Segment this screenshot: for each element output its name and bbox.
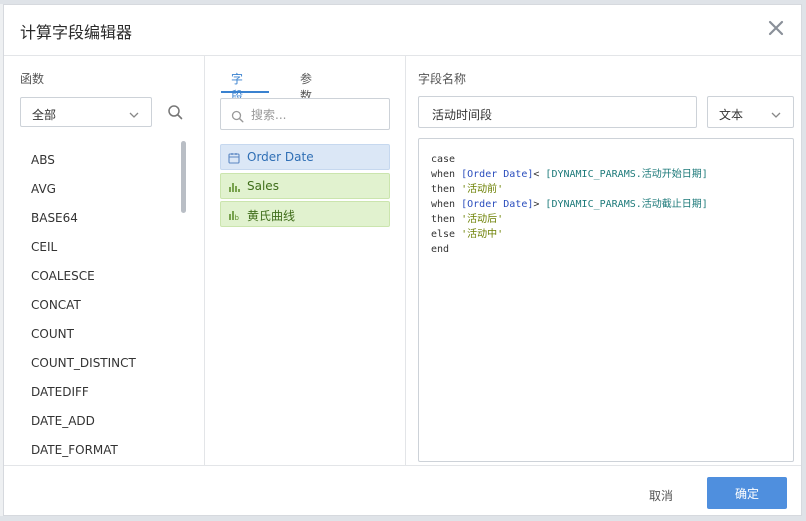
function-list-scrollbar[interactable] [181, 141, 186, 213]
chevron-down-icon [771, 108, 781, 122]
function-category-value: 全部 [32, 108, 57, 122]
code-param-ref: [DYNAMIC_PARAMS.活动截止日期] [545, 199, 708, 210]
code-string: '活动中' [461, 229, 504, 240]
functions-pane: 函数 全部 ABS AVG BASE64 CEIL COALESCE CONCA… [4, 56, 205, 465]
function-item[interactable]: DATE_ADD [31, 414, 95, 428]
field-name-label: 字段名称 [418, 72, 467, 86]
background-app-bottom [0, 516, 806, 521]
function-item[interactable]: AVG [31, 182, 56, 196]
code-field-ref: [Order Date] [461, 199, 534, 210]
code-field-ref: [Order Date] [461, 169, 534, 180]
field-search-box[interactable] [220, 98, 390, 130]
field-item-huangshi-curve[interactable]: b 黄氏曲线 [220, 201, 390, 227]
background-app-strip [0, 0, 806, 4]
code-string: '活动前' [461, 184, 504, 195]
fields-pane: 字段 参数 Order Date Sales b 黄氏曲线 [205, 56, 406, 465]
function-item[interactable]: CEIL [31, 240, 58, 254]
field-search-input[interactable] [249, 105, 383, 125]
function-list: ABS AVG BASE64 CEIL COALESCE CONCAT COUN… [4, 146, 182, 465]
field-label: Sales [247, 179, 279, 193]
code-keyword: else [431, 229, 456, 240]
function-item[interactable]: DATEDIFF [31, 385, 89, 399]
code-string: '活动后' [461, 214, 504, 225]
function-item[interactable]: DATE_FORMAT [31, 443, 118, 457]
active-tab-indicator [221, 91, 269, 93]
code-operator: < [533, 169, 546, 180]
confirm-button[interactable]: 确定 [707, 477, 787, 509]
bar-chart-measure-icon [228, 181, 240, 196]
cancel-button[interactable]: 取消 [636, 480, 686, 510]
function-item[interactable]: CONCAT [31, 298, 81, 312]
functions-label: 函数 [20, 72, 45, 86]
code-keyword: then [431, 184, 456, 195]
code-operator: > [533, 199, 546, 210]
function-item[interactable]: COALESCE [31, 269, 95, 283]
function-item[interactable]: COUNT [31, 327, 74, 341]
code-keyword: when [431, 199, 456, 210]
background-app-edge [802, 0, 806, 521]
field-item-sales[interactable]: Sales [220, 173, 390, 199]
svg-text:b: b [235, 214, 240, 221]
field-label: 黄氏曲线 [247, 209, 296, 223]
close-icon[interactable] [765, 17, 787, 39]
dialog-footer: 取消 确定 [4, 465, 801, 516]
field-name-box[interactable] [418, 96, 697, 128]
code-param-ref: [DYNAMIC_PARAMS.活动开始日期] [545, 169, 708, 180]
code-keyword: case [431, 154, 456, 165]
editor-pane: 字段名称 文本 case when [Order Date]< [DYNAMIC… [406, 56, 801, 465]
date-dimension-icon [228, 152, 240, 167]
code-keyword: when [431, 169, 456, 180]
code-keyword: then [431, 214, 456, 225]
field-item-order-date[interactable]: Order Date [220, 144, 390, 170]
formula-editor[interactable]: case when [Order Date]< [DYNAMIC_PARAMS.… [418, 138, 794, 462]
code-keyword: end [431, 244, 450, 255]
field-type-value: 文本 [719, 108, 744, 122]
function-search-icon[interactable] [167, 104, 183, 124]
field-name-input[interactable] [430, 104, 684, 124]
function-item[interactable]: ABS [31, 153, 55, 167]
function-category-select[interactable]: 全部 [20, 97, 152, 127]
dialog-title-bar: 计算字段编辑器 [4, 5, 801, 56]
formula-code: case when [Order Date]< [DYNAMIC_PARAMS.… [431, 152, 708, 257]
calculated-measure-icon: b [228, 209, 240, 224]
calculated-field-dialog: 计算字段编辑器 函数 全部 ABS AVG BASE64 CEIL COALES… [3, 4, 802, 516]
field-type-select[interactable]: 文本 [707, 96, 794, 128]
chevron-down-icon [129, 108, 139, 122]
function-item[interactable]: COUNT_DISTINCT [31, 356, 136, 370]
dialog-title: 计算字段编辑器 [20, 23, 133, 42]
function-item[interactable]: BASE64 [31, 211, 78, 225]
field-label: Order Date [247, 150, 314, 164]
search-icon [231, 108, 244, 127]
